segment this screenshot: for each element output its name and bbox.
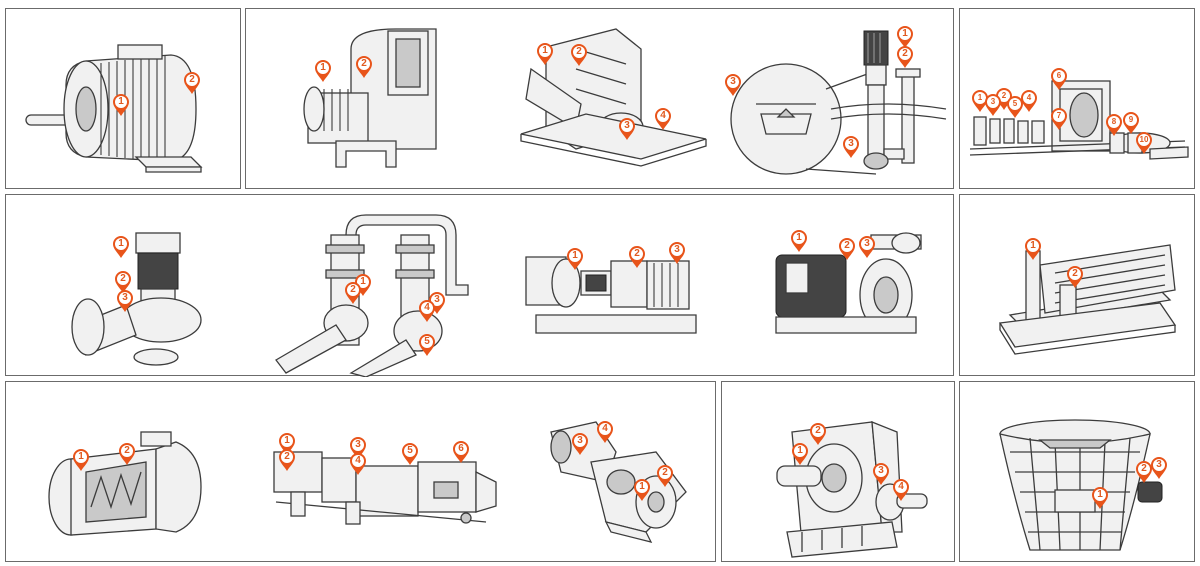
marker-pin-pipe-4[interactable]: 4 <box>418 299 436 323</box>
panel-electric-motor: 1 2 <box>5 8 241 189</box>
marker-pin-screen-1[interactable]: 1 <box>1024 237 1042 261</box>
marker-pin-tower-3[interactable]: 3 <box>1150 456 1168 480</box>
marker-pin-gear-1[interactable]: 1 <box>791 442 809 466</box>
marker-pin-vertical-pump-3a[interactable]: 3 <box>724 73 742 97</box>
marker-pin-fan-1[interactable]: 1 <box>314 59 332 83</box>
marker-pin-close-coupled-2[interactable]: 2 <box>838 237 856 261</box>
marker-pin-fan-2[interactable]: 2 <box>355 55 373 79</box>
cooling-tower-illustration <box>999 419 1163 551</box>
marker-pin-screw-1[interactable]: 1 <box>72 448 90 472</box>
marker-pin-roots-4[interactable]: 4 <box>596 420 614 444</box>
marker-pin-end-suction-3[interactable]: 3 <box>668 241 686 265</box>
marker-pin-recip-4[interactable]: 4 <box>349 452 367 476</box>
electric-motor-illustration <box>25 44 203 173</box>
marker-pin-paper-10[interactable]: 10 <box>1135 131 1153 155</box>
marker-pin-paper-7[interactable]: 7 <box>1050 107 1068 131</box>
marker-pin-pipe-1[interactable]: 1 <box>354 273 372 297</box>
marker-pin-pipe-3[interactable]: 3 <box>428 291 446 315</box>
marker-pin-screw-2[interactable]: 2 <box>118 442 136 466</box>
marker-pin-end-suction-2[interactable]: 2 <box>628 245 646 269</box>
pumps-and-piping-illustration <box>71 214 922 377</box>
marker-pin-roots-2[interactable]: 2 <box>656 464 674 488</box>
marker-pin-end-suction-1[interactable]: 1 <box>566 247 584 271</box>
marker-pin-blower-1[interactable]: 1 <box>536 42 554 66</box>
marker-pin-motor-2[interactable]: 2 <box>183 71 201 95</box>
marker-pin-blower-2[interactable]: 2 <box>570 43 588 67</box>
marker-pin-vertical-pump-3b[interactable]: 3 <box>842 135 860 159</box>
marker-pin-recip-1[interactable]: 1 <box>278 432 296 456</box>
vibrating-screen-illustration <box>998 244 1177 355</box>
marker-pin-paper-8[interactable]: 8 <box>1105 113 1123 137</box>
marker-pin-pipe-2[interactable]: 2 <box>344 281 362 305</box>
panel-compressors: 1 2 1 2 3 4 5 6 1 2 3 4 <box>5 381 716 562</box>
marker-pin-tower-2[interactable]: 2 <box>1135 460 1153 484</box>
compressors-illustration <box>48 421 687 543</box>
marker-pin-pipe-5[interactable]: 5 <box>418 333 436 357</box>
marker-pin-vertical-pump-2[interactable]: 2 <box>896 45 914 69</box>
marker-pin-paper-5[interactable]: 5 <box>1006 95 1024 119</box>
marker-pin-paper-1[interactable]: 1 <box>971 89 989 113</box>
panel-gearbox: 1 2 3 4 <box>721 381 955 562</box>
marker-pin-gear-2[interactable]: 2 <box>809 422 827 446</box>
marker-pin-gear-4[interactable]: 4 <box>892 478 910 502</box>
marker-pin-inline-pump-1[interactable]: 1 <box>112 235 130 259</box>
marker-pin-gear-3[interactable]: 3 <box>872 462 890 486</box>
marker-pin-recip-3[interactable]: 3 <box>349 436 367 460</box>
panel-cooling-tower: 1 2 3 <box>959 381 1195 562</box>
marker-pin-paper-6[interactable]: 6 <box>1050 67 1068 91</box>
fans-and-pumps-illustration <box>303 28 947 175</box>
panel-pumps-and-piping: 1 2 3 1 2 3 4 5 1 2 3 1 2 3 <box>5 194 954 377</box>
panel-fans-and-pumps: 1 2 1 2 3 4 1 2 3 3 <box>245 8 954 189</box>
marker-pin-recip-6[interactable]: 6 <box>452 440 470 464</box>
marker-pin-screen-2[interactable]: 2 <box>1066 265 1084 289</box>
marker-pin-inline-pump-3[interactable]: 3 <box>116 289 134 313</box>
marker-pin-blower-3[interactable]: 3 <box>618 117 636 141</box>
marker-pin-recip-5[interactable]: 5 <box>401 442 419 466</box>
marker-pin-paper-4[interactable]: 4 <box>1020 89 1038 113</box>
marker-pin-roots-1[interactable]: 1 <box>633 478 651 502</box>
marker-pin-close-coupled-3[interactable]: 3 <box>858 235 876 259</box>
marker-pin-vertical-pump-1[interactable]: 1 <box>896 25 914 49</box>
gearbox-illustration <box>776 421 928 558</box>
marker-pin-close-coupled-1[interactable]: 1 <box>790 229 808 253</box>
marker-pin-blower-4[interactable]: 4 <box>654 107 672 131</box>
marker-pin-paper-3[interactable]: 3 <box>984 93 1002 117</box>
marker-pin-motor-1[interactable]: 1 <box>112 93 130 117</box>
panel-paper-machine-line: 1 2 3 4 5 6 7 8 9 10 <box>959 8 1195 189</box>
marker-pin-roots-3[interactable]: 3 <box>571 432 589 456</box>
marker-pin-recip-2[interactable]: 2 <box>278 448 296 472</box>
marker-pin-inline-pump-2[interactable]: 2 <box>114 270 132 294</box>
marker-pin-paper-9[interactable]: 9 <box>1122 111 1140 135</box>
marker-pin-paper-2[interactable]: 2 <box>995 87 1013 111</box>
marker-pin-tower-1[interactable]: 1 <box>1091 486 1109 510</box>
panel-vibrating-screen: 1 2 <box>959 194 1195 376</box>
